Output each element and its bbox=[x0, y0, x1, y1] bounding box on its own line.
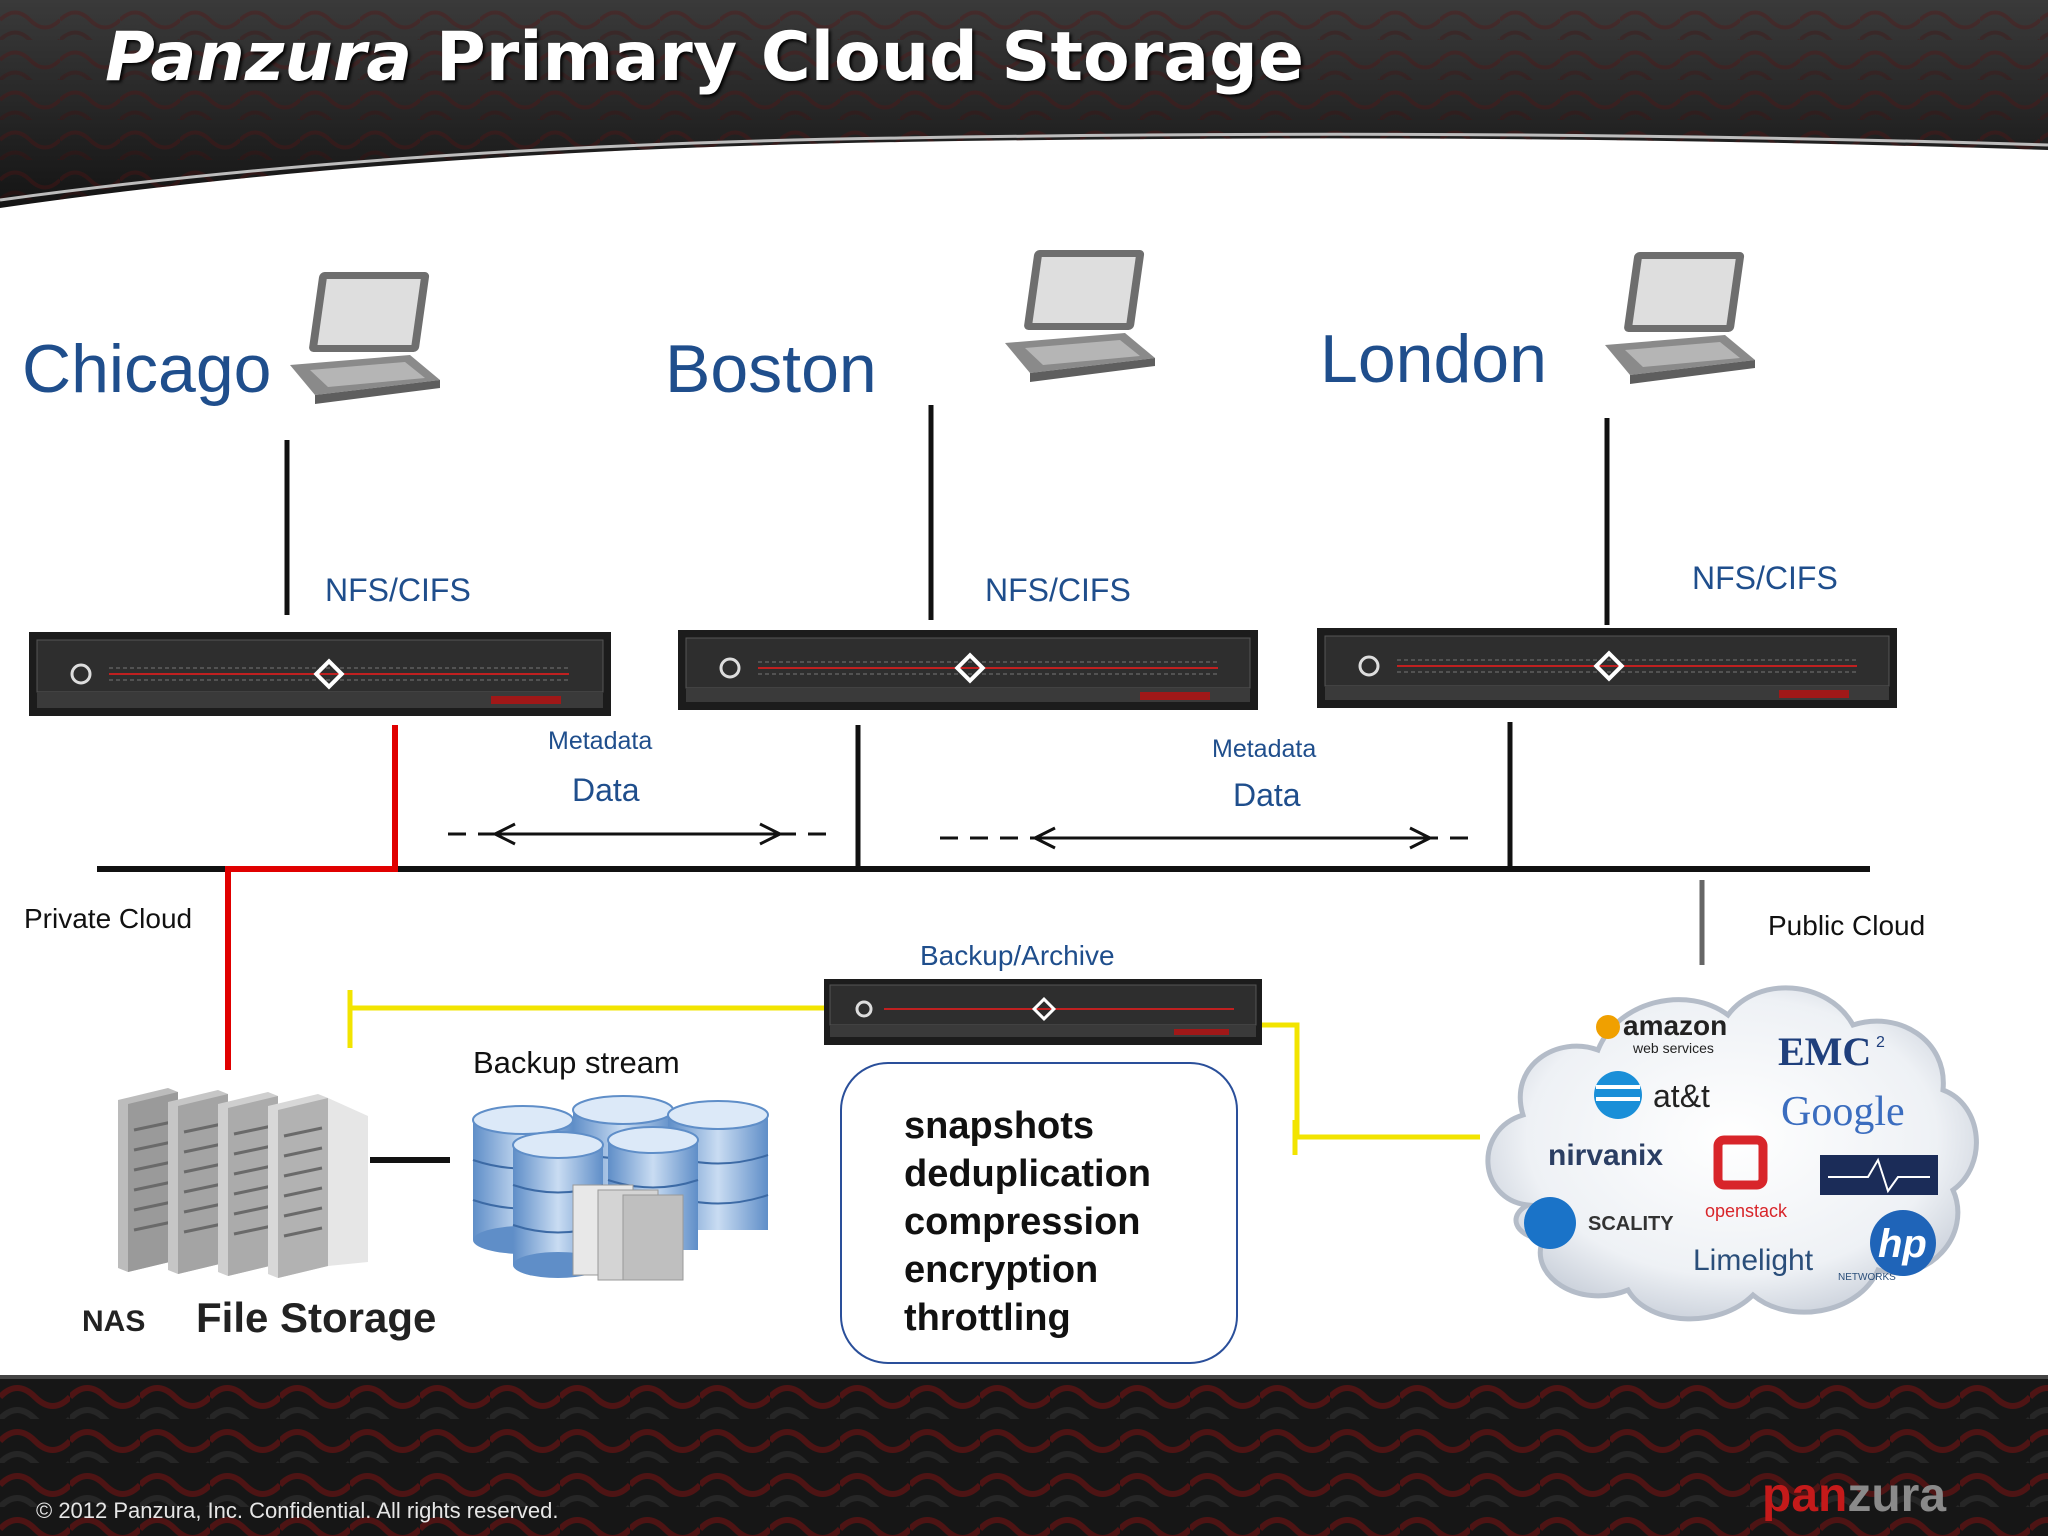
openstack-icon bbox=[1713, 1135, 1768, 1190]
protocol-label-boston: NFS/CIFS bbox=[985, 572, 1131, 608]
panzura-appliance-chicago bbox=[29, 632, 611, 716]
title-brand: Panzura bbox=[105, 18, 413, 97]
metadata-label-2: Metadata bbox=[1212, 735, 1317, 763]
provider-limelight-icon: Limelight bbox=[1693, 1244, 1814, 1277]
data-label-1: Data bbox=[572, 772, 640, 808]
public-cloud-label: Public Cloud bbox=[1768, 910, 1926, 941]
panzura-appliance-london bbox=[1317, 628, 1897, 708]
protocol-label-london: NFS/CIFS bbox=[1692, 560, 1838, 596]
laptop-icon bbox=[1005, 250, 1155, 382]
metadata-label-1: Metadata bbox=[548, 727, 653, 755]
arrow-left-icon bbox=[491, 822, 516, 846]
private-cloud-link bbox=[225, 725, 398, 1070]
feature-item: compression bbox=[904, 1201, 1141, 1243]
site-label-london: London bbox=[1320, 321, 1547, 397]
copyright-notice: © 2012 Panzura, Inc. Confidential. All r… bbox=[36, 1498, 559, 1523]
hp-icon bbox=[1870, 1210, 1936, 1276]
public-cloud-icon: amazon web services EMC 2 at&t Google ni… bbox=[1485, 985, 1979, 1322]
laptop-icon bbox=[290, 272, 440, 404]
backup-archive-label: Backup/Archive bbox=[920, 940, 1115, 971]
provider-amazon-icon: amazon bbox=[1623, 1010, 1727, 1041]
provider-openstack-icon: openstack bbox=[1705, 1201, 1788, 1221]
scality-globe-icon bbox=[1524, 1197, 1576, 1249]
feature-item: deduplication bbox=[904, 1153, 1151, 1195]
site-label-boston: Boston bbox=[665, 331, 877, 407]
database-icon bbox=[472, 1095, 769, 1281]
panzura-appliance-boston bbox=[678, 630, 1258, 710]
svg-text:2: 2 bbox=[1876, 1034, 1885, 1051]
svg-text:NETWORKS: NETWORKS bbox=[1838, 1272, 1896, 1283]
logo-accent: pan bbox=[1762, 1469, 1848, 1522]
arrow-right-icon bbox=[1409, 826, 1434, 850]
laptop-icon bbox=[1605, 252, 1755, 384]
provider-google-icon: Google bbox=[1781, 1089, 1905, 1135]
archive-to-cloud-link bbox=[1262, 1022, 1480, 1140]
logo-rest: zura bbox=[1847, 1469, 1947, 1522]
arrow-left-icon bbox=[1031, 826, 1056, 850]
provider-att-icon: at&t bbox=[1653, 1078, 1710, 1114]
nas-label: NAS bbox=[82, 1305, 146, 1338]
panzura-logo: panzura bbox=[1762, 1468, 1946, 1523]
title-rest: Primary Cloud Storage bbox=[412, 18, 1304, 97]
arrow-right-icon bbox=[759, 822, 784, 846]
site-label-chicago: Chicago bbox=[22, 331, 272, 407]
feature-item: encryption bbox=[904, 1249, 1099, 1291]
footer-banner bbox=[0, 1375, 2048, 1536]
nas-server-icon bbox=[118, 1088, 368, 1278]
private-cloud-label: Private Cloud bbox=[24, 903, 193, 934]
provider-emc-icon: EMC bbox=[1778, 1029, 1871, 1074]
features-box: snapshots deduplication compression encr… bbox=[840, 1062, 1238, 1364]
provider-nirvanix-icon: nirvanix bbox=[1548, 1139, 1663, 1172]
backup-stream-label: Backup stream bbox=[473, 1045, 680, 1080]
svg-text:hp: hp bbox=[1878, 1222, 1927, 1266]
feature-item: snapshots bbox=[904, 1105, 1095, 1147]
provider-aws-label: web services bbox=[1632, 1040, 1714, 1056]
panzura-appliance-backup bbox=[824, 979, 1262, 1045]
header-banner bbox=[0, 0, 2048, 208]
file-storage-label: File Storage bbox=[196, 1294, 437, 1341]
provider-scality-icon: SCALITY bbox=[1588, 1213, 1674, 1235]
feature-item: throttling bbox=[904, 1297, 1071, 1339]
att-globe-icon bbox=[1594, 1071, 1642, 1119]
page-title: Panzura Primary Cloud Storage bbox=[105, 18, 1304, 97]
protocol-label-chicago: NFS/CIFS bbox=[325, 572, 471, 608]
data-label-2: Data bbox=[1233, 777, 1301, 813]
